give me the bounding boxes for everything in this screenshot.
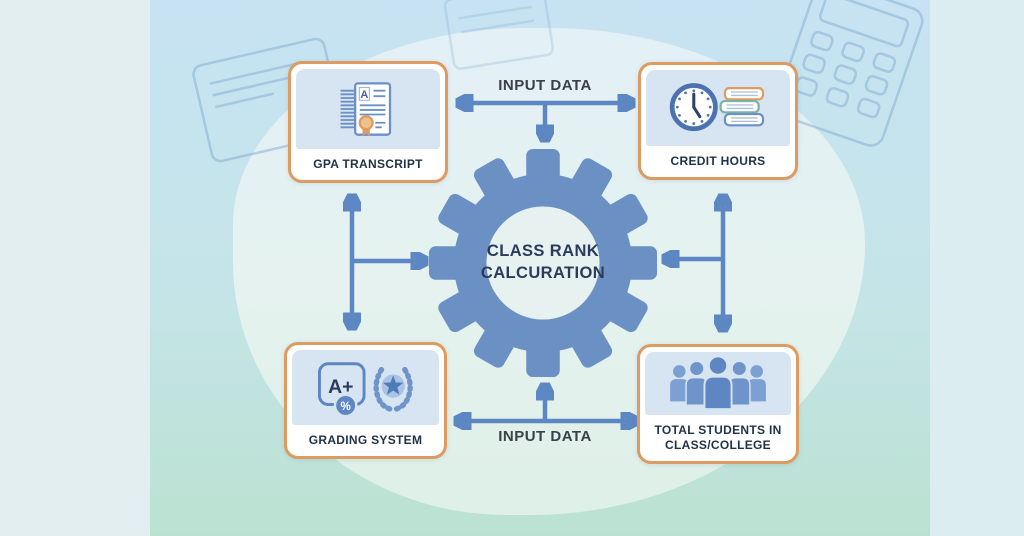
clock-hands (692, 92, 702, 119)
grading-icon-panel: A+ % (292, 350, 439, 426)
grade-badge-and-wreath-icon: A+ % (317, 362, 413, 418)
credit-icon-panel (646, 70, 790, 147)
document-sketch (443, 0, 554, 70)
percent-text: % (340, 400, 351, 413)
total-students-label: TOTAL STUDENTS IN CLASS/COLLEGE (645, 414, 791, 456)
transcript-letter: A (360, 89, 368, 101)
input-data-label-bottom: INPUT DATA (498, 428, 592, 445)
calculator-sketch (775, 0, 924, 147)
background-band-left (0, 0, 150, 536)
total-students-label-line1: TOTAL STUDENTS IN (654, 422, 782, 437)
students-group-icon (670, 355, 766, 411)
clock-and-books-icon (669, 83, 765, 132)
seal-medal (358, 115, 374, 131)
grade-text: A+ (328, 376, 353, 398)
credit-hours-label: CREDIT HOURS (646, 146, 790, 172)
transcript-document-icon: A (340, 82, 392, 137)
gear-icon (428, 148, 658, 378)
students-icon-panel (645, 352, 791, 415)
input-data-label-top: INPUT DATA (498, 77, 592, 94)
gpa-icon-panel: A (296, 69, 440, 150)
percent-badge (333, 393, 358, 418)
laurel-wreath-icon (373, 366, 413, 412)
gear-title: CLASS RANK CALCURATION (448, 241, 638, 285)
node-grading-system: A+ % GRADING SYSTEM (284, 342, 447, 459)
node-gpa-transcript: A GPA TRANSCRIPT (288, 61, 448, 183)
books-stack-icon (719, 87, 765, 127)
star-icon (382, 375, 403, 395)
gear-title-line1: CLASS RANK (486, 242, 600, 260)
gpa-transcript-label: GPA TRANSCRIPT (296, 149, 440, 175)
node-total-students: TOTAL STUDENTS IN CLASS/COLLEGE (637, 344, 799, 464)
background-band-right (930, 0, 1024, 536)
node-credit-hours: CREDIT HOURS (638, 62, 798, 180)
gear-title-line2: CALCURATION (480, 263, 606, 282)
grading-system-label: GRADING SYSTEM (292, 425, 439, 451)
total-students-label-line2: CLASS/COLLEGE (665, 438, 771, 453)
